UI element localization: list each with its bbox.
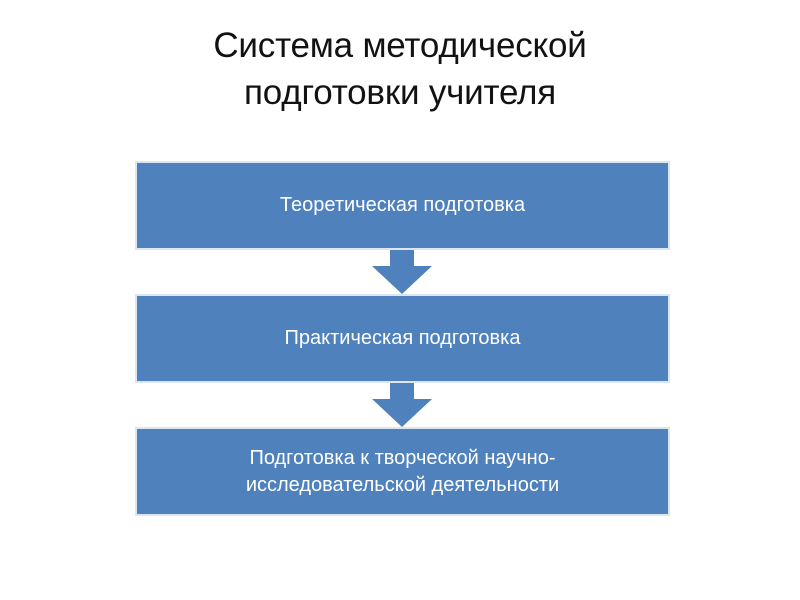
flow-box-label: Подготовка к творческой научно- исследов… [245,446,560,496]
flow-box-label: Теоретическая подготовка [279,194,526,216]
arrow-down-icon [372,238,432,294]
page-title: Система методической подготовки учителя [213,26,587,112]
arrow-down-icon [372,371,432,427]
flow-box-practical[interactable]: Практическая подготовка [135,294,670,383]
flow-box-theoretical[interactable]: Теоретическая подготовка [135,161,670,250]
flow-box-label: Практическая подготовка [284,327,521,349]
flow-box-research[interactable]: Подготовка к творческой научно- исследов… [135,427,670,516]
